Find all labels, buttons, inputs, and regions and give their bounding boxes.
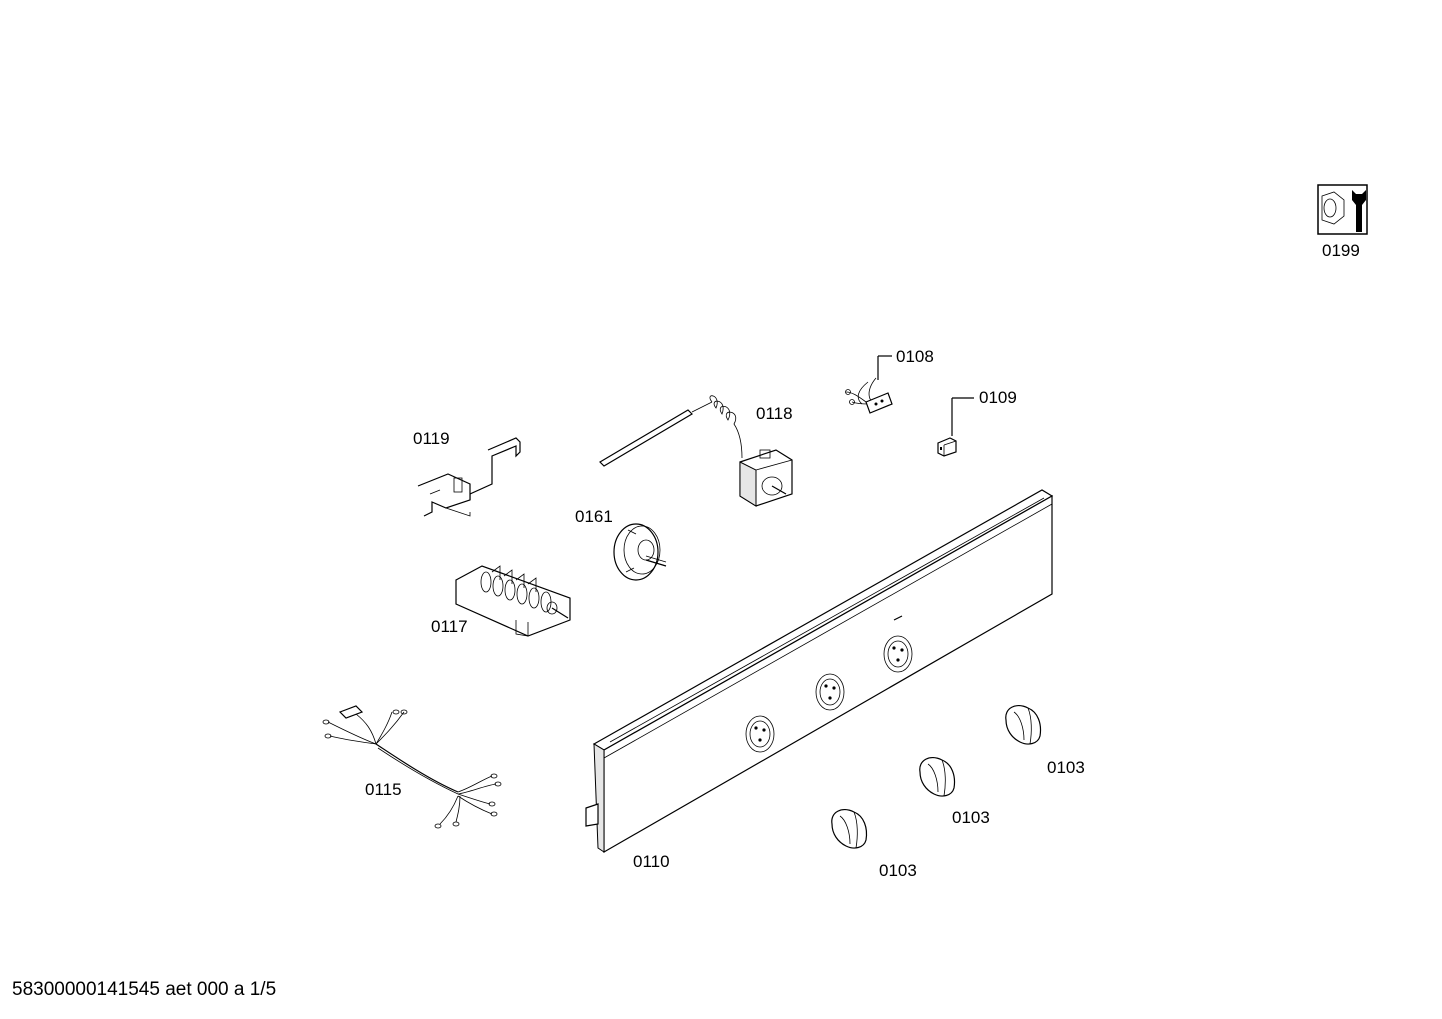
part-0118-thermostat[interactable] (599, 395, 793, 507)
part-label-0110: 0110 (633, 852, 670, 871)
part-label-0115: 0115 (365, 780, 402, 799)
part-0115-wiring-loom[interactable] (322, 705, 502, 829)
part-label-0103-right: 0103 (1047, 758, 1085, 777)
nut-and-wrench-icon[interactable] (1317, 184, 1368, 235)
part-label-0117: 0117 (431, 617, 468, 636)
part-0103-knob-middle[interactable] (919, 757, 956, 797)
part-0108-sensor-board[interactable] (845, 377, 893, 414)
part-label-0109: 0109 (979, 388, 1017, 407)
part-label-0119: 0119 (413, 429, 450, 448)
part-0119-bracket[interactable] (417, 437, 521, 517)
document-id: 58300000141545 aet 000 a 1/5 (12, 979, 277, 1000)
part-label-0118: 0118 (756, 404, 793, 423)
part-0161-timer-dial[interactable] (613, 523, 667, 581)
part-0109-connector[interactable] (937, 437, 957, 457)
part-0110-control-panel[interactable] (585, 489, 1054, 854)
part-label-0199: 0199 (1322, 241, 1360, 260)
part-label-0108: 0108 (896, 347, 934, 366)
part-label-0103-left: 0103 (879, 861, 917, 880)
part-0103-knob-right[interactable] (1005, 705, 1042, 745)
part-label-0103-middle: 0103 (952, 808, 990, 827)
part-0117-selector-switch[interactable] (455, 565, 571, 637)
part-0103-knob-left[interactable] (831, 809, 868, 849)
part-label-0161: 0161 (575, 507, 613, 526)
